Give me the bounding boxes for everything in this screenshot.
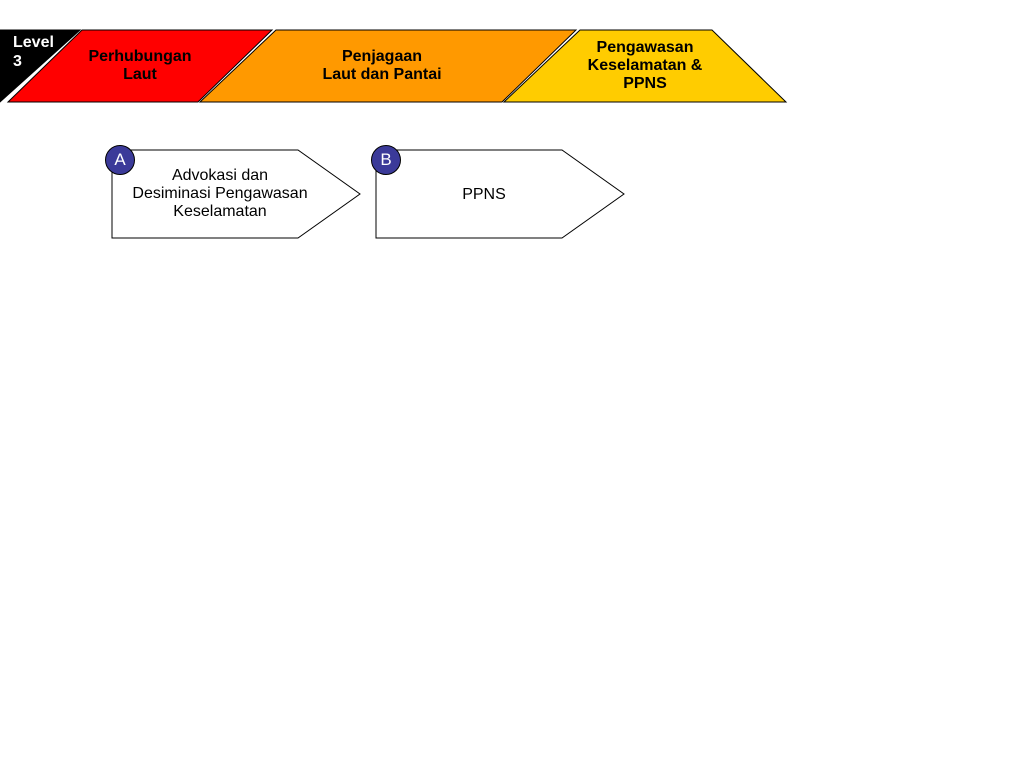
stage-penjagaan-shape — [198, 29, 578, 103]
stage-pengawasan-label: Pengawasan Keselamatan & PPNS — [587, 39, 703, 92]
stage-penjagaan-label: Penjagaan Laut dan Pantai — [322, 48, 442, 83]
level-shape — [0, 29, 82, 103]
process-b-shape — [375, 149, 625, 239]
process-b-label: PPNS — [462, 186, 506, 204]
level-label: Level 3 — [13, 34, 54, 71]
stage-perhubungan-laut-shape — [6, 29, 274, 103]
process-b-badge: B — [371, 145, 401, 175]
process-a-label: Advokasi dan Desiminasi Pengawasan Kesel… — [132, 167, 308, 220]
stage-perhubungan-laut-label: Perhubungan Laut — [88, 48, 192, 83]
process-a-shape — [111, 149, 361, 239]
process-a-badge: A — [105, 145, 135, 175]
stage-pengawasan-shape — [502, 29, 788, 103]
